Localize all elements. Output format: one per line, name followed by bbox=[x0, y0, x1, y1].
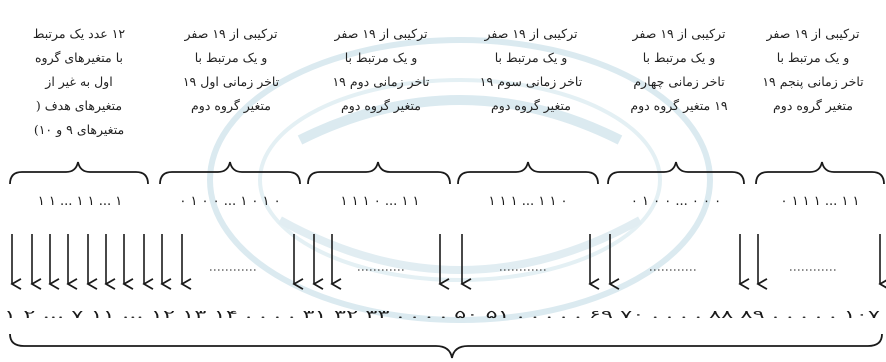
caption-lag-1: ترکیبی از ۱۹ صفر و یک مرتبط با تاخر زمان… bbox=[156, 22, 306, 118]
caption-line: متغیرهای هدف ( bbox=[35, 98, 123, 113]
caption-line: تاخر زمانی چهارم bbox=[633, 74, 725, 89]
group-brace-lag-3 bbox=[457, 161, 599, 185]
caption-line: ترکیبی از ۱۹ صفر bbox=[632, 26, 726, 41]
caption-line: تاخر زمانی پنجم ۱۹ bbox=[762, 74, 864, 89]
caption-lag-3: ترکیبی از ۱۹ صفر و یک مرتبط با تاخر زمان… bbox=[456, 22, 606, 118]
digits-lag-2: ۱ ۱ ۱ ۰ ... ۱ ۱ bbox=[340, 194, 419, 209]
caption-lag-4: ترکیبی از ۱۹ صفر و یک مرتبط با تاخر زمان… bbox=[604, 22, 754, 118]
total-brace bbox=[9, 333, 883, 359]
caption-line: و یک مرتبط با bbox=[776, 50, 850, 65]
group-brace-lag-4 bbox=[607, 161, 745, 185]
caption-line: متغیر گروه دوم bbox=[341, 98, 421, 113]
digits-lag-4: ۰ ۱ ۰ ۰ ... ۰ ۰ ۰ bbox=[631, 194, 721, 209]
caption-line: اول به غیر از bbox=[45, 74, 113, 89]
caption-line: متغیر گروه دوم bbox=[773, 98, 853, 113]
caption-line: متغیرهای ۹ و ۱۰) bbox=[33, 122, 125, 137]
caption-line: ۱۲ عدد یک مرتبط bbox=[32, 26, 126, 41]
caption-line: ترکیبی از ۱۹ صفر bbox=[766, 26, 860, 41]
caption-line: و یک مرتبط با bbox=[344, 50, 418, 65]
digits-target: ۱ ۱ ... ۱ ۱ ... ۱ bbox=[38, 194, 123, 209]
caption-line: و یک مرتبط با bbox=[642, 50, 716, 65]
caption-line: تاخر زمانی سوم ۱۹ bbox=[479, 74, 583, 89]
caption-line: ترکیبی از ۱۹ صفر bbox=[484, 26, 578, 41]
digits-lag-1: ۰ ۱ ۰ ۰ ... ۱ ۰ ۱ ۰ bbox=[179, 194, 280, 209]
digits-lag-5: ۰ ۱ ۱ ۱ ... ۱ ۱ bbox=[780, 194, 859, 209]
caption-line: ترکیبی از ۱۹ صفر bbox=[334, 26, 428, 41]
caption-lag-2: ترکیبی از ۱۹ صفر و یک مرتبط با تاخر زمان… bbox=[306, 22, 456, 118]
caption-line: تاخر زمانی اول ۱۹ bbox=[182, 74, 280, 89]
group-brace-lag-1 bbox=[159, 161, 301, 185]
caption-lag-5: ترکیبی از ۱۹ صفر و یک مرتبط با تاخر زمان… bbox=[738, 22, 886, 118]
caption-line: با متغیرهای گروه bbox=[34, 50, 124, 65]
index-row: ۱ ۲ ... ۷ ۱۱ ... ۱۲ ۱۳ ۱۴ . . . . ۳۱ ۳۲ … bbox=[4, 308, 880, 321]
arrow-row bbox=[12, 234, 880, 284]
group-brace-target bbox=[9, 161, 149, 185]
caption-line: متغیر گروه دوم bbox=[191, 98, 271, 113]
caption-line: و یک مرتبط با bbox=[194, 50, 268, 65]
digits-lag-3: ۱ ۱ ۱ ... ۱ ۱ ۰ bbox=[488, 194, 567, 209]
caption-line: و یک مرتبط با bbox=[494, 50, 568, 65]
group-brace-lag-2 bbox=[307, 161, 451, 185]
caption-target-vars: ۱۲ عدد یک مرتبط با متغیرهای گروه اول به … bbox=[4, 22, 154, 142]
caption-line: متغیر گروه دوم bbox=[491, 98, 571, 113]
caption-line: ترکیبی از ۱۹ صفر bbox=[184, 26, 278, 41]
group-brace-lag-5 bbox=[755, 161, 885, 185]
caption-line: ۱۹ متغیر گروه دوم bbox=[630, 98, 728, 113]
caption-line: تاخر زمانی دوم ۱۹ bbox=[332, 74, 430, 89]
